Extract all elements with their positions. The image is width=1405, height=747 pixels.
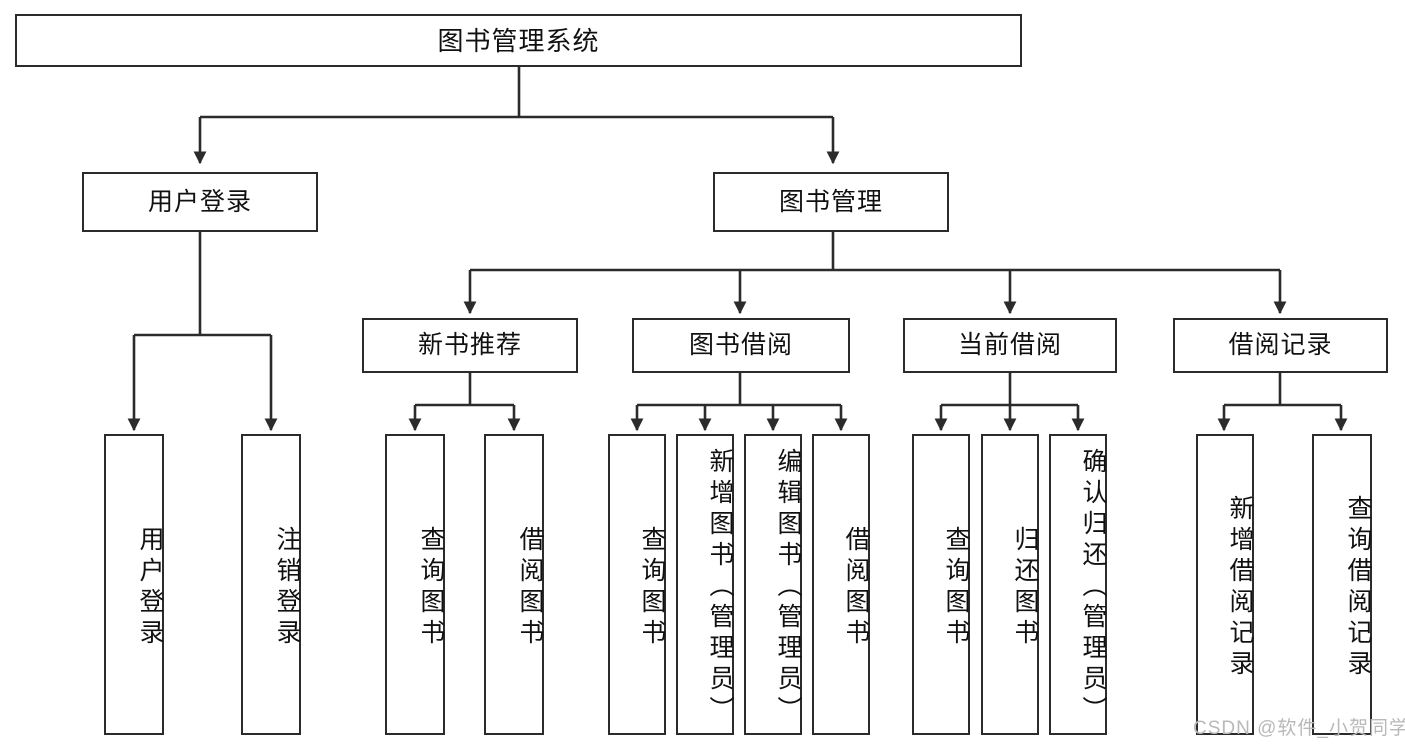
node-label: 图书管理系统	[437, 25, 600, 56]
leaf-record-query-record[interactable]: 查询借阅记录	[1312, 434, 1372, 735]
node-borrow-record[interactable]: 借阅记录	[1173, 318, 1388, 373]
node-user-login[interactable]: 用户登录	[82, 172, 318, 232]
leaf-label: 借阅图书	[516, 525, 544, 650]
leaf-borrow-query-book[interactable]: 查询图书	[608, 434, 666, 735]
node-label: 当前借阅	[957, 331, 1062, 359]
leaf-recommend-borrow-book[interactable]: 借阅图书	[484, 434, 544, 735]
leaf-user-login-signin[interactable]: 用户登录	[104, 434, 164, 735]
leaf-label: 用户登录	[136, 525, 164, 650]
leaf-label: 查询图书	[942, 525, 970, 650]
node-root-library-system[interactable]: 图书管理系统	[15, 14, 1022, 67]
leaf-label: 查询图书	[638, 525, 666, 650]
leaf-label: 查询图书	[417, 525, 445, 650]
node-label: 新书推荐	[417, 331, 522, 359]
leaf-user-login-signout[interactable]: 注销登录	[241, 434, 301, 735]
leaf-borrow-borrow-book[interactable]: 借阅图书	[812, 434, 870, 735]
node-label: 图书管理	[778, 187, 883, 216]
node-new-book-recommend[interactable]: 新书推荐	[362, 318, 578, 373]
leaf-label: 编辑图书（管理员）	[774, 448, 802, 727]
leaf-recommend-query-book[interactable]: 查询图书	[385, 434, 445, 735]
leaf-label: 归还图书	[1011, 525, 1039, 650]
leaf-label: 确认归还（管理员）	[1079, 448, 1107, 727]
leaf-label: 新增借阅记录	[1226, 494, 1254, 681]
leaf-record-add-record[interactable]: 新增借阅记录	[1196, 434, 1254, 735]
leaf-current-query-book[interactable]: 查询图书	[912, 434, 970, 735]
node-label: 图书借阅	[688, 331, 793, 359]
node-label: 用户登录	[147, 187, 252, 216]
leaf-label: 借阅图书	[842, 525, 870, 650]
leaf-label: 新增图书（管理员）	[706, 448, 734, 727]
leaf-label: 注销登录	[273, 525, 301, 650]
node-label: 借阅记录	[1228, 331, 1333, 359]
leaf-borrow-add-book-admin[interactable]: 新增图书（管理员）	[676, 434, 734, 735]
node-book-borrow[interactable]: 图书借阅	[632, 318, 850, 373]
node-book-management[interactable]: 图书管理	[713, 172, 949, 232]
leaf-label: 查询借阅记录	[1344, 494, 1372, 681]
leaf-current-confirm-return-admin[interactable]: 确认归还（管理员）	[1049, 434, 1107, 735]
watermark: CSDN @软件_小贺同学	[1193, 718, 1405, 739]
leaf-current-return-book[interactable]: 归还图书	[981, 434, 1039, 735]
node-current-borrow[interactable]: 当前借阅	[903, 318, 1117, 373]
leaf-borrow-edit-book-admin[interactable]: 编辑图书（管理员）	[744, 434, 802, 735]
